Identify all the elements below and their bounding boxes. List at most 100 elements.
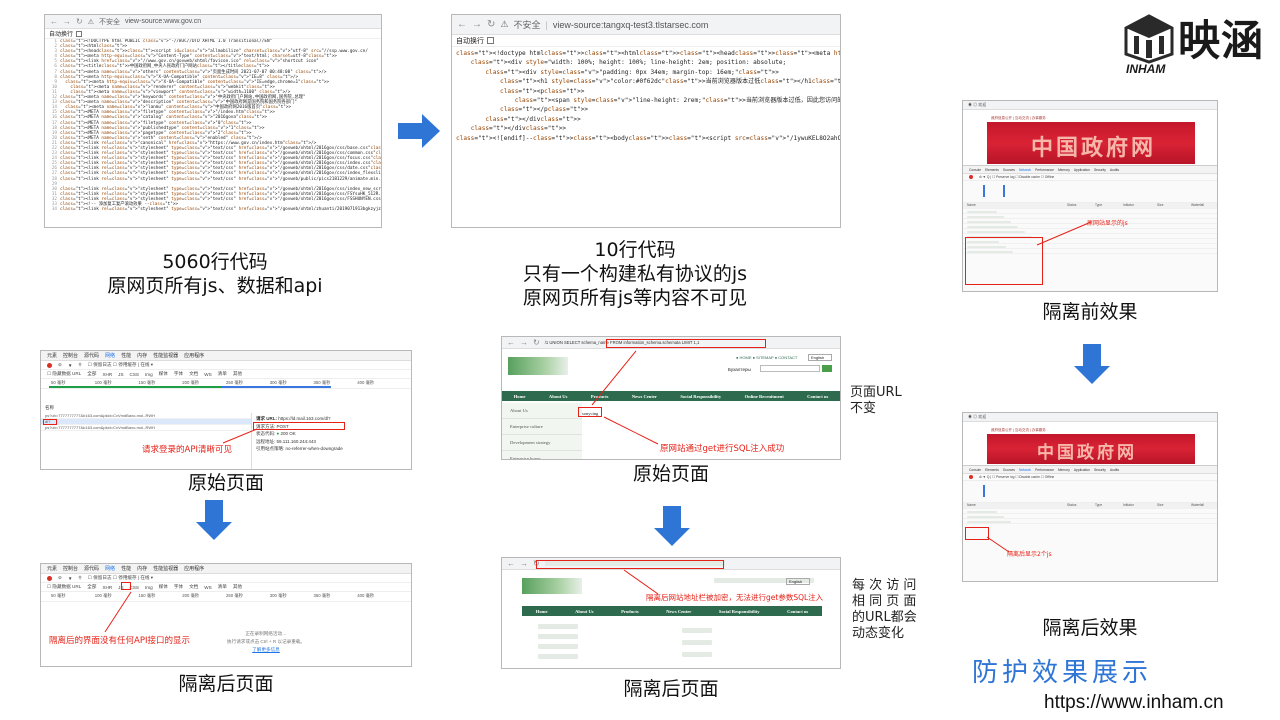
- forward-icon[interactable]: →: [63, 17, 71, 26]
- devtools-tab[interactable]: Sources: [1002, 167, 1015, 172]
- sidebar-item[interactable]: Enterprise culture: [502, 419, 582, 435]
- encrypted-address-bar[interactable]: [544, 561, 725, 566]
- devtools-tab[interactable]: 元素: [47, 353, 58, 359]
- request-row[interactable]: [963, 229, 1217, 234]
- nav-item[interactable]: About Us: [575, 608, 594, 614]
- forward-icon[interactable]: →: [520, 338, 528, 347]
- request-row[interactable]: [963, 214, 1217, 219]
- back-icon[interactable]: ←: [50, 17, 58, 26]
- filter-item[interactable]: ☐ 隐藏数据 URL: [47, 584, 82, 589]
- address-bar[interactable]: view-source:www.gov.cn: [124, 18, 202, 25]
- record-icon[interactable]: [969, 475, 973, 479]
- filter-item[interactable]: Img: [144, 371, 153, 377]
- devtools-tab[interactable]: Sources: [1002, 467, 1015, 472]
- filter-item[interactable]: ☐ 隐藏数据 URL: [47, 371, 82, 376]
- nav-item[interactable]: Contact us: [807, 393, 829, 399]
- nav-item[interactable]: Home: [535, 608, 548, 614]
- devtools-tab[interactable]: 应用程序: [184, 566, 205, 572]
- top-link[interactable]: ● CONTACT: [774, 355, 798, 360]
- filter-item[interactable]: CSS: [129, 371, 139, 377]
- filter-icon[interactable]: ▼: [67, 575, 73, 581]
- brand-url[interactable]: https://www.inham.cn: [1044, 692, 1224, 713]
- devtools-tab[interactable]: Network: [1018, 467, 1032, 472]
- request-row[interactable]: [963, 244, 1217, 249]
- record-icon[interactable]: [969, 175, 973, 179]
- filter-item[interactable]: WS: [204, 371, 212, 377]
- request-row[interactable]: [963, 519, 1217, 524]
- devtools-tab[interactable]: Console: [969, 167, 982, 172]
- devtools-tab[interactable]: Performance: [1035, 467, 1054, 472]
- devtools-tab[interactable]: 控制台: [63, 566, 79, 572]
- back-icon[interactable]: ←: [507, 559, 515, 568]
- filter-item[interactable]: CSS: [129, 584, 139, 590]
- request-row[interactable]: [963, 249, 1217, 254]
- devtools-tab[interactable]: Memory: [1057, 467, 1070, 472]
- filter-item[interactable]: JS: [118, 584, 124, 590]
- learn-more-link[interactable]: 了解更多信息: [252, 647, 280, 652]
- nav-item[interactable]: News Center: [631, 393, 657, 399]
- devtools-tab[interactable]: 网络: [105, 566, 116, 572]
- filter-item[interactable]: 全部: [87, 371, 97, 376]
- request-row[interactable]: [963, 239, 1217, 244]
- filter-item[interactable]: 清单: [217, 371, 227, 376]
- wrap-checkbox[interactable]: [76, 30, 83, 37]
- devtools-tab[interactable]: 源代码: [84, 566, 100, 572]
- reload-icon[interactable]: ↻: [487, 19, 496, 30]
- devtools-tab[interactable]: Console: [969, 467, 982, 472]
- filter-item[interactable]: 文档: [189, 371, 199, 376]
- filter-item[interactable]: 全部: [87, 584, 97, 589]
- nav-item[interactable]: Social Responsibility: [680, 393, 722, 399]
- request-row[interactable]: [963, 209, 1217, 214]
- request-row[interactable]: [963, 509, 1217, 514]
- search-icon[interactable]: ⚲: [78, 362, 82, 367]
- request-row[interactable]: ps?uh=7777777777&b163.com&pkid=CvVmdBaxo…: [41, 413, 251, 419]
- filter-item[interactable]: WS: [204, 584, 212, 590]
- filter-item[interactable]: 清单: [217, 584, 227, 589]
- record-icon[interactable]: [47, 575, 52, 581]
- devtools-tab[interactable]: Audits: [1109, 167, 1120, 172]
- devtools-tab[interactable]: 源代码: [84, 353, 100, 359]
- devtools-tab[interactable]: Elements: [985, 167, 999, 172]
- record-icon[interactable]: [47, 362, 52, 368]
- request-row[interactable]: ps?uh=7777777777&b163.com&pkid=CvVmdBaxo…: [41, 425, 251, 431]
- filter-item[interactable]: 字体: [173, 584, 184, 589]
- devtools-tab[interactable]: Application: [1073, 467, 1090, 472]
- filter-item[interactable]: 媒体: [158, 371, 168, 376]
- filter-item[interactable]: JS: [118, 371, 124, 377]
- filter-item[interactable]: Img: [144, 584, 153, 590]
- back-icon[interactable]: ←: [507, 338, 515, 347]
- devtools-tab[interactable]: Audits: [1109, 467, 1120, 472]
- filter-item[interactable]: 字体: [173, 371, 184, 376]
- nav-item[interactable]: News Center: [666, 608, 692, 614]
- devtools-tab[interactable]: 内存: [137, 566, 148, 572]
- nav-item[interactable]: Products: [621, 608, 639, 614]
- request-row[interactable]: [963, 514, 1217, 519]
- search-icon[interactable]: ⚲: [78, 575, 82, 580]
- filter-item[interactable]: 其他: [232, 584, 243, 589]
- nav-item[interactable]: About Us: [548, 393, 568, 399]
- devtools-tab[interactable]: 性能监视器: [153, 566, 179, 572]
- wrap-checkbox[interactable]: [487, 37, 494, 44]
- sidebar-item[interactable]: Enterprise honor: [502, 451, 582, 459]
- request-row[interactable]: [963, 219, 1217, 224]
- forward-icon[interactable]: →: [520, 559, 528, 568]
- devtools-tab[interactable]: Memory: [1057, 167, 1070, 172]
- devtools-tab[interactable]: Application: [1073, 167, 1090, 172]
- top-link[interactable]: ● HOME: [736, 355, 753, 360]
- devtools-tab[interactable]: 性能监视器: [153, 353, 179, 359]
- back-icon[interactable]: ←: [457, 19, 467, 30]
- address-bar[interactable]: /1 UNION SELECT schema_name FROM informa…: [544, 340, 700, 345]
- search-input[interactable]: [760, 365, 820, 372]
- wrap-toggle[interactable]: 自动换行: [452, 35, 840, 47]
- devtools-tab[interactable]: 内存: [137, 353, 148, 359]
- filter-item[interactable]: XHR: [102, 584, 113, 590]
- devtools-tab[interactable]: Performance: [1035, 167, 1054, 172]
- search-button[interactable]: [822, 365, 832, 372]
- clear-icon[interactable]: ⊘: [58, 575, 62, 580]
- nav-item[interactable]: Contact us: [787, 608, 809, 614]
- filter-icon[interactable]: ▼: [67, 362, 73, 368]
- devtools-tab[interactable]: 应用程序: [184, 353, 205, 359]
- filter-item[interactable]: XHR: [102, 371, 113, 377]
- devtools-tab[interactable]: Network: [1018, 167, 1032, 172]
- top-link[interactable]: ● SITEMAP: [752, 355, 775, 360]
